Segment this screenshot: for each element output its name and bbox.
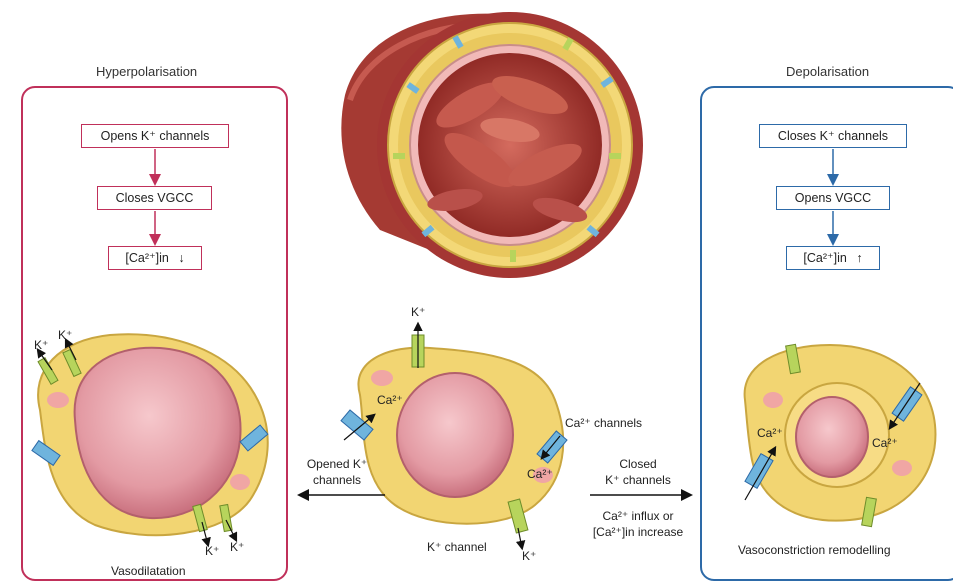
- k-ion-label: K⁺: [411, 305, 425, 319]
- k-channel-label: K⁺ channel: [427, 540, 487, 554]
- k-ion-label: K⁺: [58, 328, 72, 342]
- calcium-influx-label: Ca²⁺ influx or [Ca²⁺]in increase: [580, 508, 696, 540]
- ca-ion-label: Ca²⁺: [377, 393, 403, 407]
- ca-ion-label: Ca²⁺: [757, 426, 783, 440]
- ca-ion-label: Ca²⁺: [872, 436, 898, 450]
- center-cell-illustration: [341, 324, 567, 548]
- k-ion-label: K⁺: [522, 549, 536, 563]
- blood-vessel-illustration: [341, 12, 643, 278]
- closed-k-channels-label: Closed K⁺ channels: [584, 456, 692, 488]
- dilated-cell-illustration: [32, 334, 268, 545]
- k-ion-label: K⁺: [34, 338, 48, 352]
- vasoconstriction-caption: Vasoconstriction remodelling: [738, 543, 891, 557]
- ca-channels-label: Ca²⁺ channels: [565, 416, 642, 430]
- ca-ion-label: Ca²⁺: [527, 467, 553, 481]
- k-ion-label: K⁺: [205, 544, 219, 558]
- k-ion-label: K⁺: [230, 540, 244, 554]
- vasodilatation-caption: Vasodilatation: [111, 564, 186, 578]
- opened-k-channels-label: Opened K⁺ channels: [292, 456, 382, 488]
